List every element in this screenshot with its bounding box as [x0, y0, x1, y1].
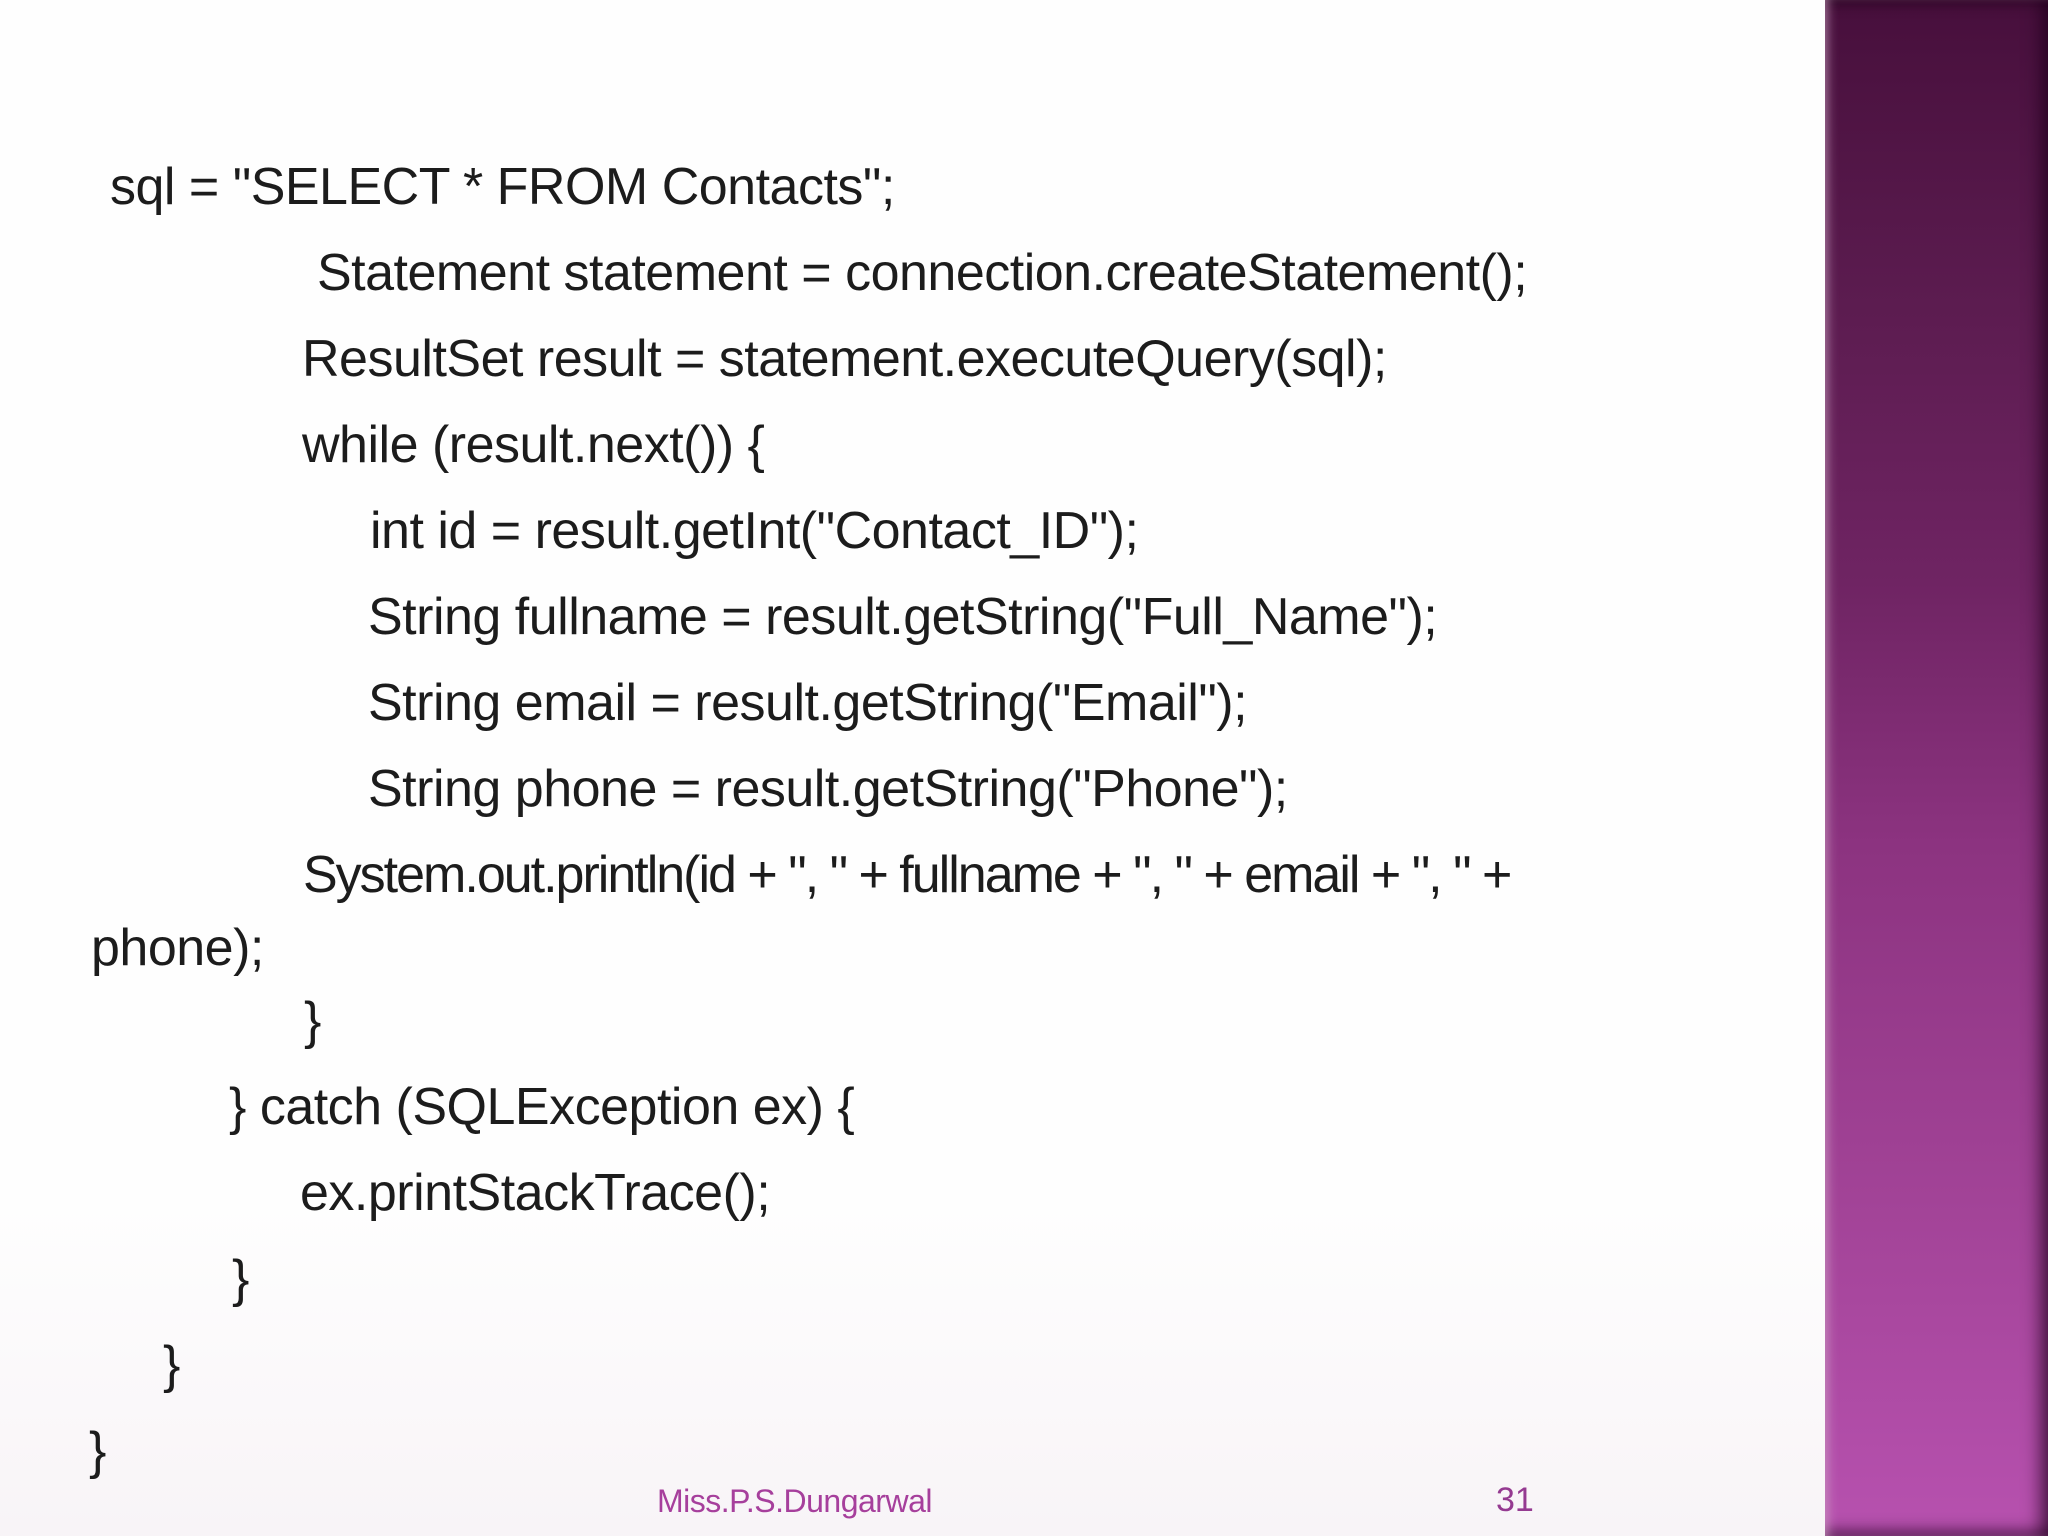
code-line-7: String email = result.getString("Email")…: [368, 674, 1248, 732]
code-block: sql = "SELECT * FROM Contacts"; Statemen…: [0, 144, 1825, 1494]
code-line-8: String phone = result.getString("Phone")…: [368, 760, 1288, 818]
code-line-3: ResultSet result = statement.executeQuer…: [302, 330, 1387, 388]
page-number: 31: [1496, 1481, 1534, 1519]
code-line-4: while (result.next()) {: [302, 416, 765, 474]
code-line-14: }: [232, 1250, 249, 1308]
code-line-13: ex.printStackTrace();: [300, 1164, 771, 1222]
code-line-11: }: [304, 992, 321, 1050]
code-line-16: }: [89, 1422, 106, 1480]
code-line-6: String fullname = result.getString("Full…: [368, 588, 1438, 646]
footer-author: Miss.P.S.Dungarwal: [657, 1483, 932, 1519]
code-line-2: Statement statement = connection.createS…: [317, 244, 1528, 302]
code-line-1: sql = "SELECT * FROM Contacts";: [110, 158, 895, 216]
code-line-5: int id = result.getInt("Contact_ID");: [370, 502, 1139, 560]
code-line-12: } catch (SQLException ex) {: [229, 1078, 855, 1136]
code-line-15: }: [163, 1336, 180, 1394]
code-line-9: System.out.println(id + ", " + fullname …: [303, 846, 1512, 904]
code-line-10: phone);: [91, 919, 264, 977]
decorative-gradient-stripe: [1825, 0, 2048, 1536]
